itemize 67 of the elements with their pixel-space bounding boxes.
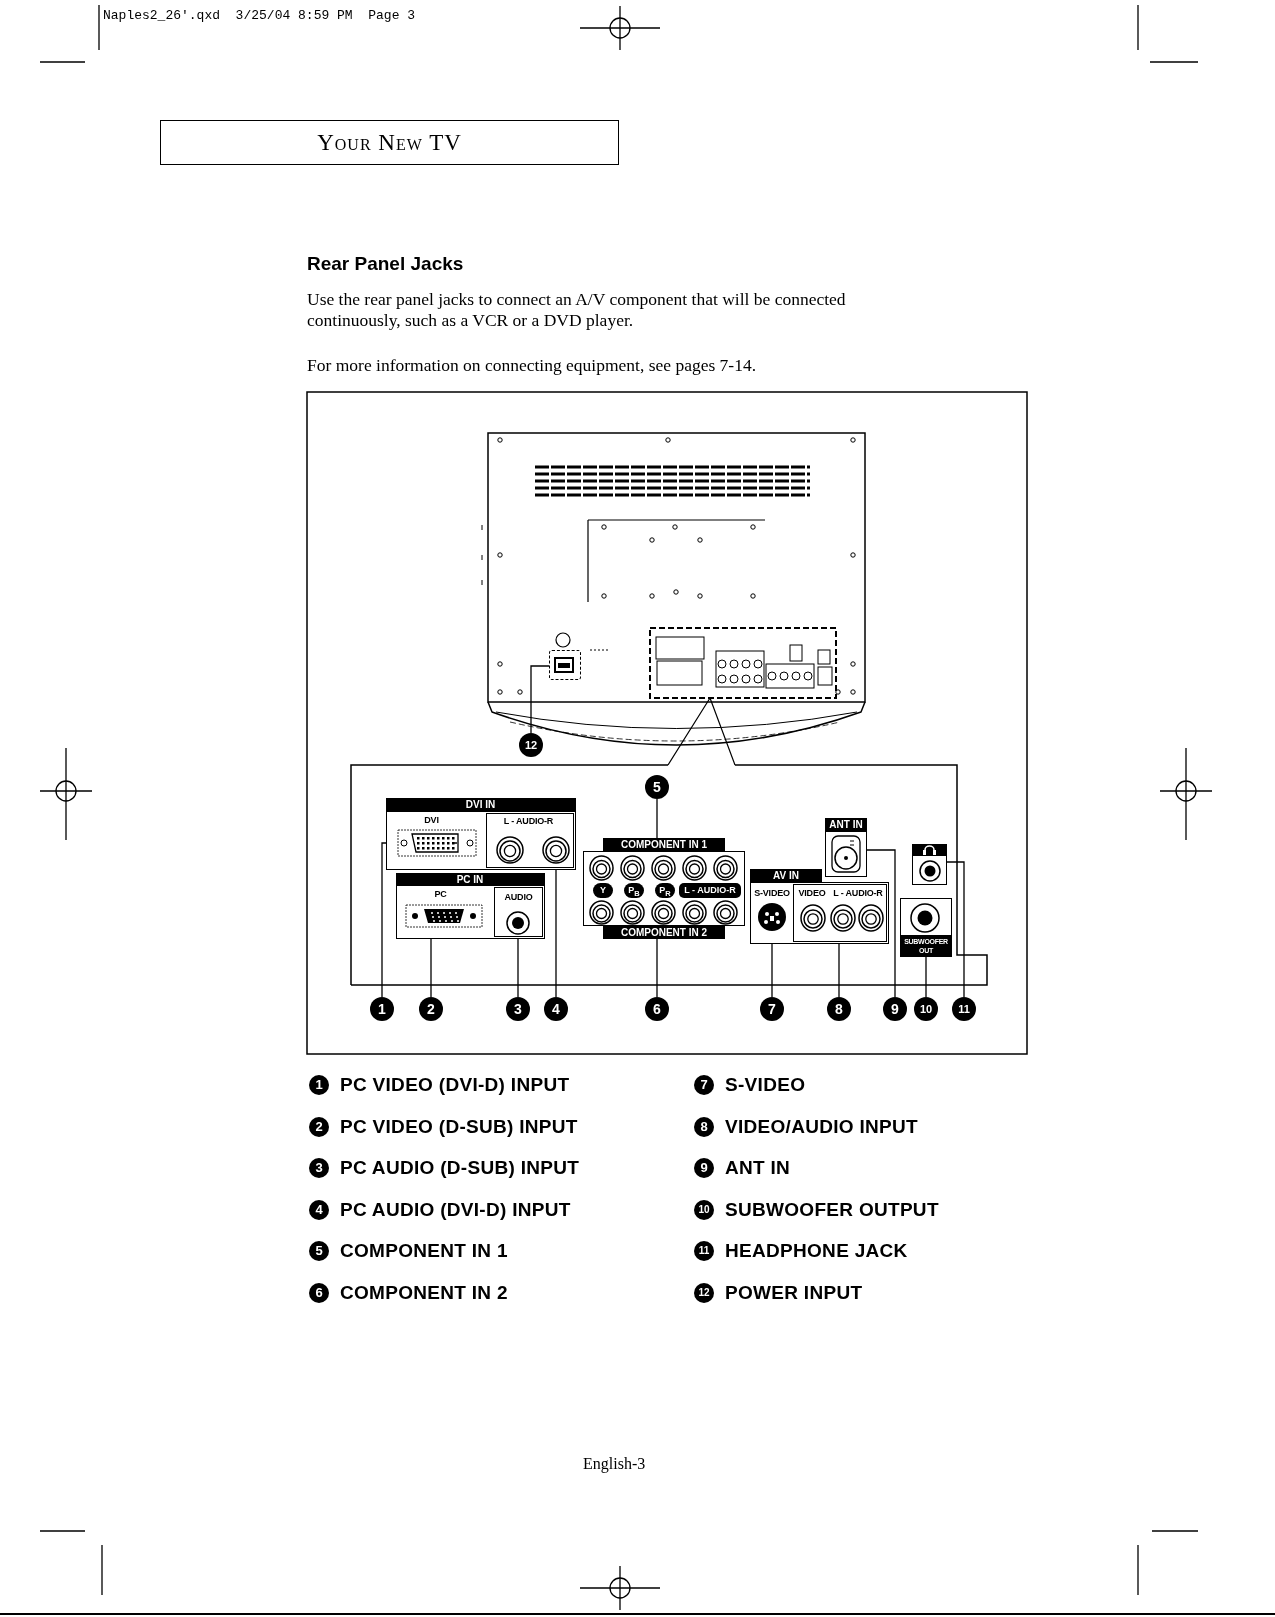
jack-panel	[912, 844, 947, 885]
callout-number: 10	[914, 997, 938, 1021]
list-item: PC AUDIO (D-SUB) INPUT	[340, 1156, 580, 1180]
callout-number: 7	[694, 1075, 714, 1095]
jack-panel	[386, 798, 576, 870]
section-header: PC IN	[395, 872, 545, 886]
callout-number: 12	[519, 733, 543, 757]
section-header: COMPONENT IN 1	[603, 838, 725, 851]
callout-number: 8	[694, 1116, 714, 1137]
callout-number: 5	[645, 775, 669, 799]
print-slug: Naples2_26'.qxd 3/25/04 8:59 PM Page 3	[103, 8, 416, 23]
jack-panel	[396, 873, 545, 939]
callout-number: 2	[309, 1116, 329, 1137]
callout-number: 11	[694, 1241, 714, 1261]
list-item: PC AUDIO (DVI-D) INPUT	[340, 1197, 571, 1222]
page-number: English-3	[583, 1455, 646, 1473]
list-item: POWER INPUT	[725, 1280, 863, 1305]
body-paragraph: For more information on connecting equipment, see pages 7-14.	[307, 355, 758, 376]
leader-line	[946, 861, 965, 998]
callout-number: 7	[760, 997, 784, 1021]
section-heading: Rear Panel Jacks	[307, 253, 464, 275]
callout-number: 4	[309, 1199, 329, 1220]
leader-line	[925, 956, 927, 998]
list-item: COMPONENT IN 2	[340, 1280, 508, 1305]
leader-line	[530, 665, 550, 734]
callout-number: 12	[694, 1282, 714, 1303]
list-item: S-VIDEO	[725, 1073, 806, 1097]
list-item: VIDEO/AUDIO INPUT	[725, 1114, 918, 1139]
list-item: SUBWOOFER OUTPUT	[725, 1197, 939, 1222]
callout-number: 9	[883, 997, 907, 1021]
callout-number: 11	[952, 997, 976, 1021]
jack-label: AUDIO	[503, 891, 534, 904]
list-item: ANT IN	[725, 1156, 791, 1180]
list-item: HEADPHONE JACK	[725, 1239, 908, 1263]
leader-line	[656, 798, 658, 839]
callout-number: 1	[309, 1075, 329, 1095]
callout-number: 2	[419, 997, 443, 1021]
jack-label: PC	[433, 888, 448, 901]
socket-panel	[549, 650, 581, 680]
section-header: COMPONENT IN 2	[603, 926, 725, 939]
leader-line	[838, 941, 840, 998]
callout-number: 5	[309, 1241, 329, 1261]
section-header: ANT IN	[825, 818, 867, 831]
jack-label: S-VIDEO	[753, 888, 791, 899]
jack-label: L - AUDIO-R	[502, 815, 555, 828]
leader-line	[866, 849, 896, 998]
callout-number: 10	[694, 1199, 714, 1220]
body-paragraph: Use the rear panel jacks to connect an A/V component that will be connected continuously, such as a VCR or a DVD player.	[307, 289, 847, 331]
list-item: PC VIDEO (D-SUB) INPUT	[340, 1114, 578, 1139]
list-item: COMPONENT IN 1	[340, 1239, 508, 1263]
callout-number: 1	[370, 997, 394, 1021]
callout-number: 8	[827, 997, 851, 1021]
jack-label: VIDEO	[797, 888, 827, 899]
callout-number: 3	[309, 1158, 329, 1178]
callout-number: 3	[506, 997, 530, 1021]
list-item: PC VIDEO (DVI-D) INPUT	[340, 1073, 570, 1097]
callout-number: 9	[694, 1158, 714, 1178]
section-header: DVI IN	[385, 797, 576, 812]
callout-number: 6	[309, 1282, 329, 1303]
page-title: Your New TV	[160, 120, 619, 165]
callout-number: 4	[544, 997, 568, 1021]
jack-label: L - AUDIO-R	[679, 883, 741, 898]
jack-label: DVI	[423, 814, 440, 827]
section-header: AV IN	[750, 869, 822, 882]
callout-number: 6	[645, 997, 669, 1021]
jack-label: L - AUDIO-R	[832, 888, 884, 899]
leader-line	[656, 938, 658, 998]
